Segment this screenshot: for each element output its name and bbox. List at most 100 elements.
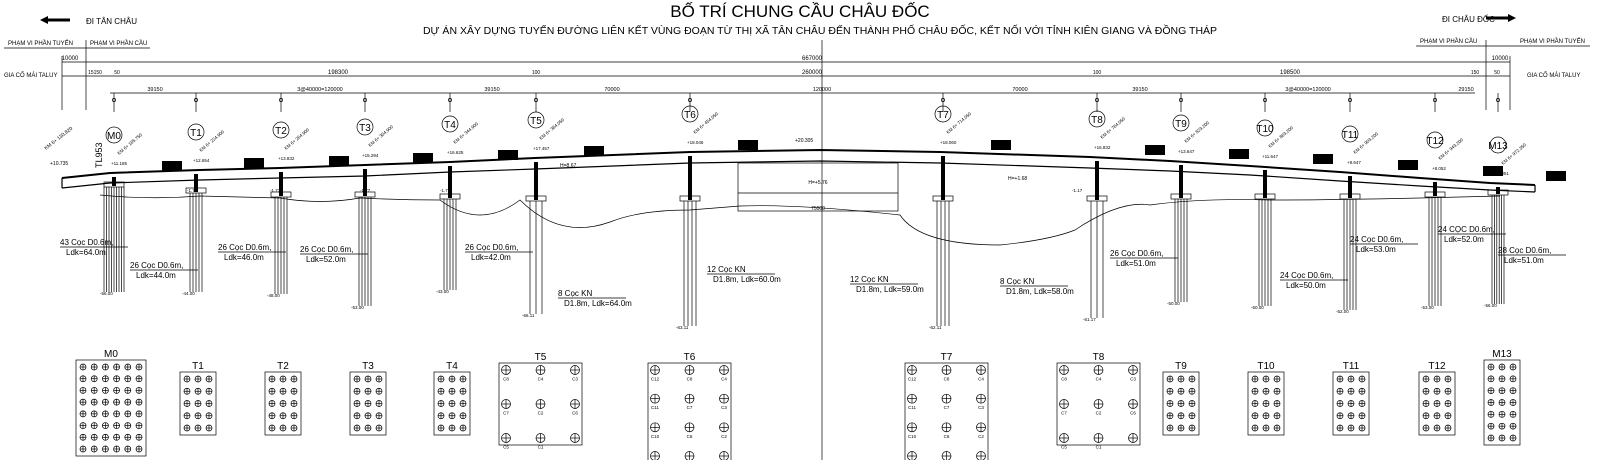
- pier-name: T7: [937, 110, 949, 121]
- left-direction-arrow-icon: [40, 16, 70, 24]
- pier-name: T11: [1342, 130, 1359, 141]
- pile-plan-t6: T6C12C8C4C11C7C3C10C6C2C9C5C1: [647, 352, 732, 465]
- pile-cap: [932, 195, 954, 202]
- low-level: H=8.67: [560, 163, 576, 169]
- pile-id: C1: [538, 445, 544, 450]
- level-flag-icon: [1398, 160, 1418, 170]
- pier-elevation: +16.832: [1094, 145, 1111, 150]
- pile-plan-m13: M13: [1483, 349, 1521, 446]
- pile-count: 43 Cọc D0.6m,: [60, 238, 113, 247]
- drawing-subtitle: DỰ ÁN XÂY DỰNG TUYẾN ĐƯỜNG LIÊN KẾT VÙNG…: [423, 23, 1217, 37]
- sub-dimension: 100: [532, 70, 541, 76]
- pier-elevation: +7.351: [1495, 171, 1509, 176]
- level-flag-icon: [329, 156, 349, 166]
- pile-tip-elevation: -50.00: [1251, 305, 1264, 310]
- level-flag-icon: [991, 140, 1011, 150]
- pier-elevation: +12.654: [193, 158, 210, 163]
- span-length: 39150: [484, 87, 499, 93]
- pile-length: Ldk=64.0m: [66, 248, 106, 257]
- start-elev: +10.735: [50, 161, 68, 167]
- pile-count: 26 Cọc D0.6m,: [465, 243, 518, 252]
- pile-tip-elevation: -50.00: [1167, 301, 1180, 306]
- pier-marker-t1: [187, 123, 205, 141]
- pile-tip-elevation: -56.00: [1484, 303, 1497, 308]
- pile-tip-elevation: -62.11: [929, 325, 942, 330]
- plan-title: M13: [1492, 349, 1512, 360]
- level-flag-icon: [738, 140, 758, 150]
- level-flag-icon: [1145, 145, 1165, 155]
- pile-count: 24 Cọc D0.6m,: [1350, 235, 1403, 244]
- pier-marker-t11: [1341, 125, 1359, 143]
- pile-length: Ldk=52.0m: [1444, 235, 1484, 244]
- level-flag-icon: [1229, 149, 1249, 159]
- pile-id: C5: [1061, 445, 1067, 450]
- pier-name: T3: [359, 123, 371, 134]
- pile-count: 24 Cọc D0.6m,: [1280, 271, 1333, 280]
- pier-name: T4: [444, 120, 456, 131]
- pile-count: 26 Cọc D0.6m,: [300, 245, 353, 254]
- pile-id: C4: [721, 377, 727, 382]
- pile-tip-elevation: -53.00: [351, 305, 364, 310]
- pile-id: C11: [908, 405, 916, 410]
- plan-title: T1: [192, 361, 204, 372]
- pile-plan-t10: T10: [1247, 361, 1285, 436]
- pier-marker-m0: [105, 126, 123, 144]
- pier-column: [534, 162, 538, 200]
- pier-station: KM 6+ 224.900: [198, 129, 225, 153]
- dim-right-edge: 10000: [1492, 56, 1509, 62]
- pile-plan-t12: T12: [1418, 361, 1456, 436]
- left-slope-label: GIA CỐ MÁI TALUY: [4, 72, 57, 79]
- pile-tip-elevation: -56.00: [100, 291, 113, 296]
- plan-title: T9: [1175, 361, 1187, 372]
- pier-marker-t10: [1256, 119, 1274, 137]
- pile-tip-elevation: -48.00: [267, 293, 280, 298]
- level-flag-icon: [244, 158, 264, 168]
- pile-cap: [1487, 189, 1509, 196]
- pier-elevation: +18.060: [940, 140, 957, 145]
- pier-column: [688, 156, 692, 200]
- pier-elevation: +11.185: [111, 161, 128, 166]
- pile-id: C12: [908, 377, 917, 382]
- pile-count: 26 Cọc D0.6m,: [218, 243, 271, 252]
- bridge-deck: [61, 148, 1536, 193]
- pier-marker-t3: [356, 118, 374, 136]
- level-flag-icon: [413, 153, 433, 163]
- start-station: KM 6+ 130.820: [44, 126, 75, 152]
- plan-title: T4: [446, 361, 458, 372]
- span-length: 70000: [1012, 87, 1027, 93]
- pier-name: M13: [1488, 141, 1508, 152]
- pile-id: C3: [721, 405, 727, 410]
- pile-length: D1.8m, Ldk=58.0m: [1006, 287, 1074, 296]
- pier-elevation: +15.294: [362, 153, 379, 158]
- mid-level: H=+1.68: [1008, 176, 1027, 182]
- pile-id: C4: [1096, 377, 1102, 382]
- pier-column: [194, 174, 198, 192]
- level-flag-icon: [1483, 166, 1503, 176]
- pile-id: C8: [944, 377, 950, 382]
- pier-column: [1263, 170, 1267, 198]
- pile-length: D1.8m, Ldk=59.0m: [856, 285, 924, 294]
- pier-name: T9: [1175, 119, 1187, 130]
- pile-count: 26 Cọc D0.6m,: [130, 261, 183, 270]
- pile-count: 24 CỌC D0.6m,: [1438, 225, 1495, 234]
- pier-marker-t12: [1426, 131, 1444, 149]
- pile-id: C4: [538, 377, 544, 382]
- left-scope-route: PHẠM VI PHẦN TUYẾN: [8, 40, 73, 47]
- pile-plan-m0: M0: [75, 349, 147, 457]
- pile-count: 12 Cọc KN: [850, 275, 889, 284]
- pile-plan-t7: T7C12C8C4C11C7C3C10C6C2C9C5C1: [904, 352, 989, 465]
- pile-length: Ldk=51.0m: [1116, 259, 1156, 268]
- pile-plan-t2: T2: [264, 361, 302, 436]
- mid-elev: +20.305: [795, 138, 813, 144]
- right-slope-label: GIA CỐ MÁI TALUY: [1527, 72, 1580, 79]
- pier-column: [279, 172, 283, 196]
- right-scope-route: PHẠM VI PHẦN TUYẾN: [1520, 38, 1585, 45]
- plan-title: T8: [1093, 352, 1105, 363]
- pile-id: C7: [503, 411, 509, 416]
- plan-title: T3: [362, 361, 374, 372]
- pier-station: KM 6+ 784.050: [1099, 116, 1126, 140]
- pier-name: T10: [1256, 124, 1274, 135]
- right-scope-bridge: PHẠM VI PHẦN CẦU: [1420, 38, 1477, 45]
- dimension-lines: [61, 56, 1511, 110]
- left-direction-label: ĐI TÂN CHÂU: [86, 17, 137, 26]
